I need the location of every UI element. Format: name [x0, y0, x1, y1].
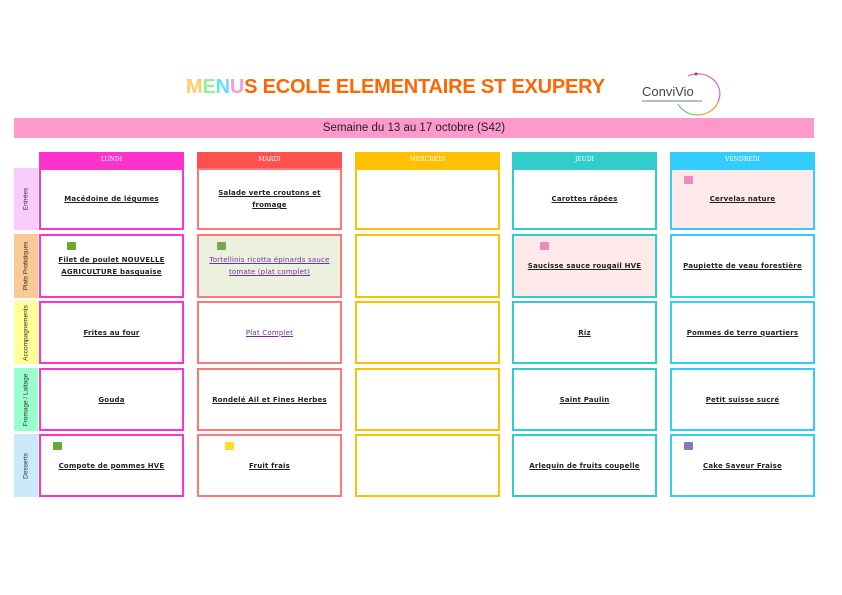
category-label-text: Desserts — [22, 452, 30, 479]
dish-name: Frites au four — [83, 328, 140, 337]
dish-name: Cervelas nature — [709, 195, 776, 203]
menu-cell: Compote de pommes HVE — [39, 434, 184, 497]
category-label-text: Entrées — [22, 187, 30, 211]
menu-cell — [355, 168, 500, 230]
dish-name: Paupiette de veau forestière — [683, 262, 802, 270]
menu-cell: Arlequin de fruits coupelle — [512, 434, 657, 497]
dish-name[interactable]: Plat Complet — [245, 328, 294, 337]
dish-name: Cake Saveur Fraise — [703, 461, 782, 470]
page-title: MENUS ECOLE ELEMENTAIRE ST EXUPERY — [186, 76, 605, 99]
menu-cell: Paupiette de veau forestière — [670, 234, 815, 298]
menu-cell: Petit suisse sucré — [670, 368, 815, 431]
pork-icon — [540, 242, 549, 250]
category-label-desserts: Desserts — [14, 434, 38, 497]
menu-cell: Cake Saveur Fraise — [670, 434, 815, 497]
menu-cell — [355, 368, 500, 431]
dish-name: Filet de poulet NOUVELLE AGRICULTURE bas… — [58, 256, 165, 276]
convivio-logo: ConviVio — [640, 72, 726, 118]
dish-name: Pommes de terre quartiers — [686, 328, 799, 337]
menu-cell: Tortellinis ricotta épinards sauce tomat… — [197, 234, 342, 298]
dish-name: Carottes râpées — [551, 195, 618, 203]
dish-name: Riz — [578, 328, 591, 337]
dish-name: Arlequin de fruits coupelle — [529, 461, 640, 470]
day-header-lundi: LUNDI — [39, 152, 184, 168]
menu-cell: Riz — [512, 301, 657, 364]
title-part: M — [186, 76, 203, 98]
menu-cell — [355, 234, 500, 298]
day-header-jeudi: JEUDI — [512, 152, 657, 168]
dish-name: Rondelé Ail et Fines Herbes — [212, 395, 327, 404]
menu-cell: Salade verte croutons et fromage — [197, 168, 342, 230]
menu-cell: Fruit frais — [197, 434, 342, 497]
menu-cell: Saucisse sauce rougail HVE — [512, 234, 657, 298]
category-label-entrees: Entrées — [14, 168, 38, 230]
day-header-mardi: MARDI — [197, 152, 342, 168]
menu-cell: Plat Complet — [197, 301, 342, 364]
day-header-vendredi: VENDREDI — [670, 152, 815, 168]
homemade-icon — [684, 442, 693, 450]
pork-icon — [684, 176, 693, 184]
dish-name: Gouda — [98, 395, 125, 404]
dish-name: Salade verte croutons et fromage — [218, 189, 321, 209]
category-label-plats-protidiques: Plats Protidiques — [14, 234, 38, 298]
menu-cell: Rondelé Ail et Fines Herbes — [197, 368, 342, 431]
menu-cell — [355, 434, 500, 497]
menu-cell: Saint Paulin — [512, 368, 657, 431]
logo-tagline — [642, 100, 702, 102]
dish-name: Compote de pommes HVE — [58, 461, 165, 470]
menu-cell: Carottes râpées — [512, 168, 657, 230]
menu-cell: Filet de poulet NOUVELLE AGRICULTURE bas… — [39, 234, 184, 298]
category-label-text: Plats Protidiques — [22, 241, 30, 291]
title-part: E — [202, 76, 216, 98]
dish-name: Macédoine de légumes — [64, 195, 159, 203]
logo-text: ConviVio — [642, 84, 694, 99]
dish-name: Saint Paulin — [559, 395, 610, 404]
dish-name[interactable]: Tortellinis ricotta épinards sauce tomat… — [209, 256, 330, 276]
menu-cell: Cervelas nature — [670, 168, 815, 230]
category-label-text: Fromage / Laitage — [22, 373, 30, 426]
title-part: N — [215, 76, 230, 98]
menu-cell: Frites au four — [39, 301, 184, 364]
label-quality-icon — [53, 442, 62, 450]
label-quality-icon — [67, 242, 76, 250]
title-part: S ECOLE ELEMENTAIRE ST EXUPERY — [244, 76, 605, 98]
dish-name: Saucisse sauce rougail HVE — [527, 262, 642, 270]
menu-cell — [355, 301, 500, 364]
logo-ring-icon — [677, 72, 721, 116]
day-header-mercredi: MERCREDI — [355, 152, 500, 168]
category-label-text: Accompagnements — [22, 304, 30, 361]
menu-cell: Pommes de terre quartiers — [670, 301, 815, 364]
category-label-accompagnements: Accompagnements — [14, 301, 38, 364]
menu-cell: Macédoine de légumes — [39, 168, 184, 230]
week-banner: Semaine du 13 au 17 octobre (S42) — [14, 118, 814, 138]
dish-name: Petit suisse sucré — [705, 395, 780, 404]
menu-cell: Gouda — [39, 368, 184, 431]
title-part: U — [229, 76, 245, 98]
category-label-fromage-laitage: Fromage / Laitage — [14, 368, 38, 431]
vegetarian-icon — [217, 242, 226, 250]
dish-name: Fruit frais — [249, 461, 290, 470]
seasonal-fruit-icon — [225, 442, 234, 450]
